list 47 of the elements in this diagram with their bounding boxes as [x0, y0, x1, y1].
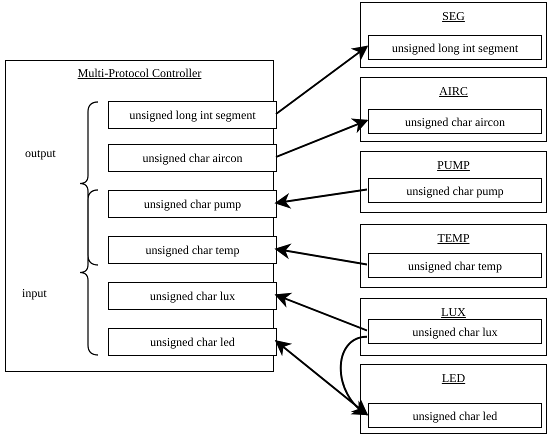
variable-name: unsigned char pump — [144, 198, 242, 210]
module-panel — [360, 151, 547, 213]
variable-box — [108, 236, 277, 264]
variable-name: unsigned char aircon — [142, 152, 242, 164]
panel-title: AIRC — [438, 85, 469, 97]
variable-name: unsigned char led — [412, 410, 498, 422]
module-panel — [360, 298, 547, 356]
arrow — [276, 118, 368, 158]
variable-name: unsigned long int segment — [392, 42, 518, 54]
arrow — [274, 292, 368, 332]
panel-title: LED — [440, 372, 466, 384]
panel-title: SEG — [441, 10, 466, 22]
variable-box — [368, 178, 542, 203]
module-panel — [360, 77, 547, 142]
arrow — [340, 336, 368, 416]
variable-box — [108, 190, 277, 218]
variable-box — [108, 101, 277, 129]
arrow — [275, 46, 368, 115]
module-panel — [5, 60, 274, 372]
variable-name: unsigned char aircon — [405, 116, 505, 128]
variable-box — [368, 403, 542, 428]
variable-name: unsigned char temp — [408, 260, 502, 272]
arrow — [274, 340, 368, 416]
variable-box — [108, 282, 277, 310]
panel-title: LUX — [440, 306, 467, 318]
variable-box — [368, 253, 542, 278]
group-label: output — [25, 147, 56, 159]
panel-title: Multi-Protocol Controller — [76, 67, 202, 79]
variable-box — [108, 328, 277, 356]
variable-name: unsigned char temp — [146, 244, 240, 256]
variable-name: unsigned long int segment — [129, 109, 256, 121]
arrow — [274, 244, 368, 266]
variable-box — [368, 109, 542, 134]
panel-title: TEMP — [436, 232, 470, 244]
variable-box — [368, 35, 542, 60]
module-panel — [360, 364, 547, 434]
variable-box — [108, 144, 277, 172]
variable-name: unsigned char lux — [412, 326, 498, 338]
variable-name: unsigned char led — [150, 336, 235, 348]
module-panel — [360, 224, 547, 288]
module-panel — [360, 2, 547, 68]
group-label: input — [22, 287, 47, 299]
arrow — [274, 188, 368, 209]
variable-box — [368, 319, 542, 344]
variable-name: unsigned char pump — [406, 184, 504, 196]
variable-name: unsigned char lux — [150, 290, 236, 302]
panel-title: PUMP — [436, 159, 471, 171]
